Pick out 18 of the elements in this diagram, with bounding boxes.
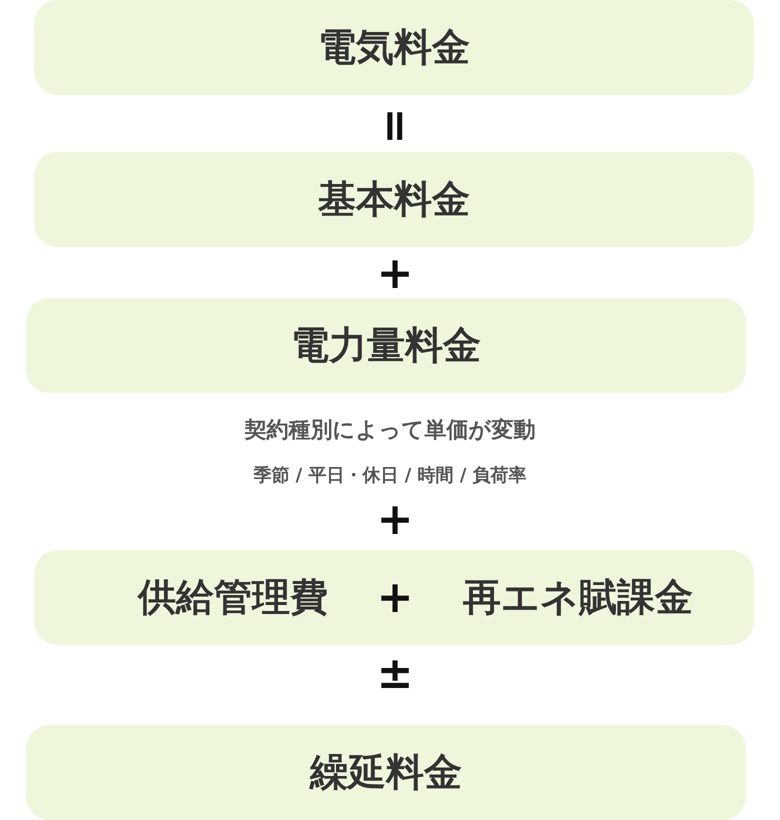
box-title: 再エネ賦課金 <box>463 574 693 621</box>
rounded-box <box>34 550 754 645</box>
plus-sign: + <box>376 252 414 296</box>
box-title: 供給管理費 <box>138 574 328 621</box>
box-title: 基本料金 <box>318 176 470 223</box>
box-title: 電力量料金 <box>291 322 481 369</box>
rounded-box <box>34 0 754 95</box>
note-text: 季節 / 平日・休日 / 時間 / 負荷率 <box>253 464 527 487</box>
box-title: 繰延料金 <box>310 749 462 796</box>
plus-minus-sign: ± <box>376 652 414 696</box>
rounded-box <box>34 152 754 247</box>
note-text: 契約種別によって単価が変動 <box>244 416 536 445</box>
plus-sign: + <box>376 498 414 542</box>
rounded-box <box>26 725 746 820</box>
box-title: 電気料金 <box>318 24 470 71</box>
equals-sign: = <box>373 108 417 144</box>
plus-sign: + <box>376 576 414 620</box>
rounded-box <box>26 298 746 393</box>
